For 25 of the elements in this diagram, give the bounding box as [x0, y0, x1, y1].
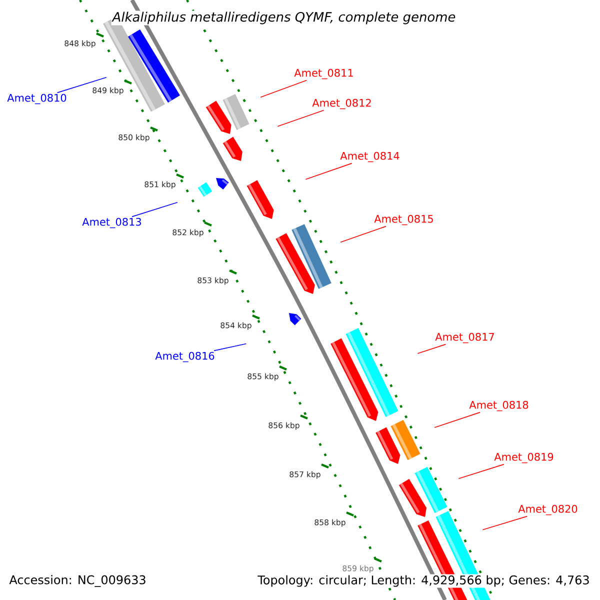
leader-line	[260, 80, 308, 98]
gene-label: Amet_0813	[82, 218, 142, 228]
leader-line	[417, 344, 446, 354]
footer-text: Accession: NC_009633	[8, 574, 148, 588]
gene-label: Amet_0820	[518, 504, 578, 516]
gene-label: Amet_0810	[7, 94, 66, 104]
leader-line	[56, 77, 107, 94]
gene-label: Amet_0814	[340, 152, 400, 162]
leader-line	[305, 162, 352, 180]
gene-label: Amet_0818	[469, 400, 528, 412]
gene-label: Amet_0816	[155, 352, 214, 362]
gene-label: Amet_0819	[494, 452, 554, 464]
leader-line	[277, 110, 324, 127]
leader-line	[482, 516, 528, 530]
leader-line	[132, 202, 178, 218]
gene-label: Amet_0812	[312, 98, 371, 110]
leader-line	[458, 464, 504, 479]
gene-label: Amet_0811	[294, 68, 353, 80]
gene-label: Amet_0815	[374, 214, 433, 226]
gene-label: Amet_0817	[435, 332, 494, 344]
leader-line	[214, 343, 247, 352]
leader-line	[340, 226, 386, 243]
leader-line	[434, 412, 480, 428]
footer-text: Topology: circular; Length: 4,929,566 bp; Genes: 4,763	[256, 574, 591, 588]
title: Alkaliphilus metalliredigens QYMF, complete genome	[111, 10, 457, 26]
